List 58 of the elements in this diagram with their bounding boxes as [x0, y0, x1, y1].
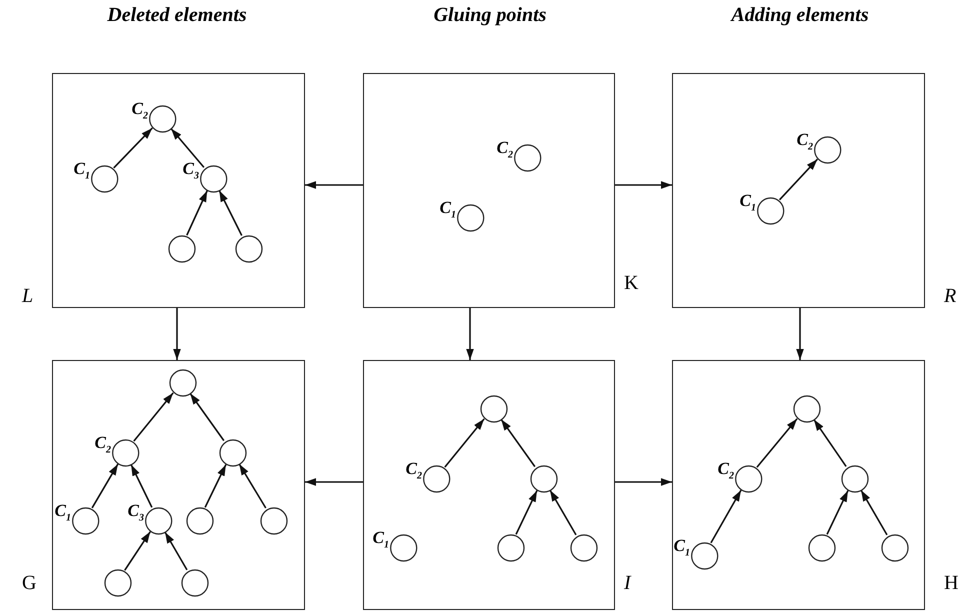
- arrow: [860, 490, 888, 536]
- arrow: [218, 190, 242, 236]
- arrow: [826, 490, 849, 535]
- arrow: [170, 128, 205, 168]
- graph-label: I: [624, 572, 631, 595]
- arrow: [189, 392, 225, 442]
- arrow: [186, 190, 208, 236]
- arrow: [91, 464, 119, 508]
- vertex-label: C$_{2}$: [496, 138, 513, 158]
- arrow: [710, 490, 742, 544]
- arrow: [500, 418, 536, 468]
- vertex-label: C$_{1}$: [74, 159, 90, 179]
- arrow: [124, 531, 151, 571]
- arrow: [615, 181, 672, 189]
- arrow: [756, 418, 798, 468]
- column-heading: Adding elements: [731, 4, 869, 27]
- arrow: [778, 158, 818, 200]
- vertex-label: C$_{1}$: [740, 191, 756, 211]
- arrow: [615, 478, 672, 486]
- graph-label: H: [944, 572, 958, 595]
- column-heading: Gluing points: [434, 4, 546, 27]
- graph-panel: [672, 360, 925, 610]
- graph-panel: [52, 360, 305, 610]
- graph-panel: [52, 73, 305, 308]
- arrow: [813, 419, 847, 467]
- vertex-label: C$_{1}$: [54, 501, 71, 521]
- graph-panel: [363, 73, 615, 308]
- arrow: [164, 532, 188, 570]
- graph-label: K: [624, 272, 638, 295]
- arrow: [204, 464, 227, 508]
- graph-panel: [672, 73, 925, 308]
- arrow: [130, 464, 153, 508]
- arrow: [305, 478, 363, 486]
- arrow: [444, 418, 485, 468]
- vertex-label: C$_{1}$: [440, 198, 456, 218]
- graph-panel: [363, 360, 615, 610]
- column-heading: Deleted elements: [107, 4, 247, 27]
- vertex-label: C$_{2}$: [132, 99, 148, 119]
- vertex-label: C$_{3}$: [182, 159, 199, 179]
- arrow: [549, 490, 577, 536]
- arrow: [238, 464, 266, 508]
- vertex-label: C$_{2}$: [796, 130, 813, 150]
- vertex-label: C$_{2}$: [406, 459, 422, 479]
- vertex-label: C$_{2}$: [94, 433, 111, 453]
- vertex-label: C$_{2}$: [718, 459, 734, 479]
- arrow: [466, 308, 474, 360]
- arrow: [113, 128, 153, 168]
- vertex-label: C$_{3}$: [128, 501, 144, 521]
- arrow: [796, 308, 804, 360]
- arrow: [173, 308, 181, 360]
- vertex-label: C$_{1}$: [372, 528, 389, 548]
- graph-label: G: [22, 572, 36, 595]
- vertex-label: C$_{1}$: [674, 536, 690, 556]
- arrow: [305, 181, 363, 189]
- arrow: [133, 392, 174, 442]
- graph-label: L: [22, 285, 34, 308]
- graph-label: R: [944, 285, 956, 308]
- arrow: [515, 490, 538, 535]
